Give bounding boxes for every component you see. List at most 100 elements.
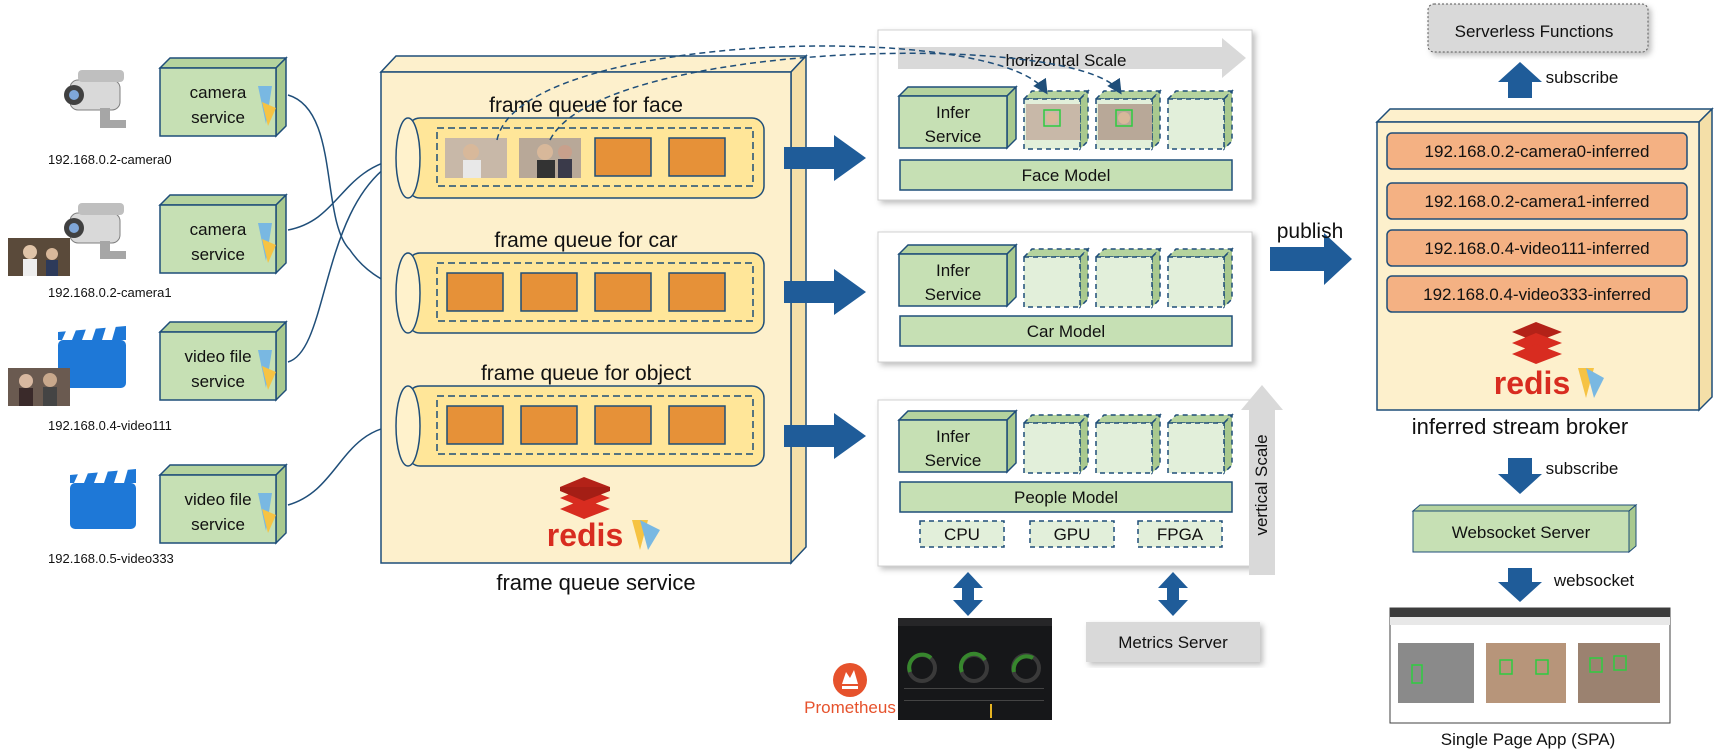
frame-queue-service-title: frame queue service [496, 570, 695, 595]
frame-thumbnail [519, 138, 581, 178]
spa-label: Single Page App (SPA) [1441, 730, 1616, 749]
model-label: Face Model [1022, 166, 1111, 185]
scaled-instance-box [1022, 247, 1090, 309]
frame-queue-label: frame queue for face [489, 94, 683, 117]
service-logo-icon [262, 366, 276, 390]
metrics-double-arrows [953, 572, 1188, 616]
redis-wordmark: redis [1494, 365, 1570, 401]
publish-arrow [1270, 233, 1352, 285]
websocket-server-label: Websocket Server [1452, 523, 1591, 542]
infer-service-label-line2: Service [925, 127, 982, 146]
inferred-stream-label: 192.168.0.2-camera0-inferred [1425, 142, 1650, 161]
frame-box [594, 272, 652, 312]
frame-queue-label: frame queue for car [494, 229, 677, 252]
model-box [899, 315, 1233, 347]
horizontal-scale-label: horizontal Scale [1006, 51, 1127, 70]
metrics-server-label: Metrics Server [1118, 633, 1228, 652]
scaled-instance-box [1166, 413, 1234, 475]
subscribe-label-bottom: subscribe [1546, 459, 1619, 478]
model-label: Car Model [1027, 322, 1105, 341]
clapper-icon [70, 469, 136, 529]
metrics-server-box [1086, 622, 1260, 662]
source-label: 192.168.0.2-camera0 [48, 152, 172, 167]
service-label-line1: camera [190, 220, 247, 239]
source-label: 192.168.0.5-video333 [48, 551, 174, 566]
grafana-dashboard [898, 618, 1052, 720]
broker-title: inferred stream broker [1412, 414, 1628, 439]
horizontal-scale-arrow [898, 38, 1246, 78]
frame-box [594, 405, 652, 445]
source-label: 192.168.0.4-video111 [48, 418, 172, 433]
source-label: 192.168.0.2-camera1 [48, 285, 172, 300]
service-label-line2: service [191, 515, 245, 534]
model-label: People Model [1014, 488, 1118, 507]
scaled-instance-box [1094, 247, 1162, 309]
hardware-box [1029, 520, 1115, 548]
infer-service-label-line2: Service [925, 285, 982, 304]
service-logo-icon [262, 239, 276, 263]
serverless-functions-label: Serverless Functions [1455, 22, 1614, 41]
frame-box [446, 272, 504, 312]
scaled-instance-box [1166, 247, 1234, 309]
service-label-line1: video file [184, 490, 251, 509]
hardware-box [1137, 520, 1223, 548]
inferred-frame-thumbnail [1026, 104, 1080, 140]
inferred-stream-label: 192.168.0.4-video111-inferred [1424, 239, 1649, 258]
queue-to-model-arrows [784, 135, 866, 459]
hardware-box [919, 520, 1005, 548]
infer-service-box [897, 85, 1018, 150]
frame-queue-label: frame queue for object [481, 362, 691, 385]
inferred-stream-label: 192.168.0.4-video333-inferred [1423, 285, 1651, 304]
infer-service-label-line1: Infer [936, 103, 970, 122]
inferred-stream-item [1386, 275, 1688, 313]
frame-box [520, 272, 578, 312]
video-thumbnail [8, 238, 70, 276]
scaled-instance-box [1166, 89, 1234, 151]
publish-label: publish [1277, 220, 1344, 243]
scale-out-arrows [496, 45, 1122, 141]
infer-service-label-line1: Infer [936, 261, 970, 280]
inferred-stream-item [1386, 229, 1688, 267]
model-box [899, 481, 1233, 513]
inferred-frame-thumbnail [1098, 104, 1152, 140]
service-label-line2: service [191, 245, 245, 264]
camera-icon [64, 70, 126, 128]
service-label-line2: service [191, 372, 245, 391]
service-box [158, 320, 288, 402]
service-logo-icon [262, 102, 276, 126]
scaled-instance-box [1022, 413, 1090, 475]
subscribe-label-top: subscribe [1546, 68, 1619, 87]
inferred-stream-item [1386, 132, 1688, 170]
subscribe-arrow-down [1498, 458, 1542, 494]
frame-box [668, 137, 726, 177]
service-box [158, 56, 288, 138]
video-thumbnail [8, 368, 70, 406]
frame-box [668, 405, 726, 445]
infer-service-label-line1: Infer [936, 427, 970, 446]
infer-service-box [897, 409, 1018, 474]
service-label-line2: service [191, 108, 245, 127]
hardware-label: FPGA [1157, 525, 1204, 544]
service-box [158, 193, 288, 275]
redis-logo [1512, 322, 1604, 398]
serverless-functions-box [1427, 3, 1649, 53]
infer-service-label-line2: Service [925, 451, 982, 470]
frame-thumbnail [445, 138, 507, 178]
service-label-line1: video file [184, 347, 251, 366]
service-logo-icon [262, 509, 276, 533]
service-box [158, 463, 288, 545]
subscribe-arrow-up [1498, 62, 1542, 98]
frame-box [446, 405, 504, 445]
websocket-server-box [1411, 503, 1638, 554]
hardware-label: CPU [944, 525, 980, 544]
clapper-icon [58, 326, 126, 388]
hardware-label: GPU [1054, 525, 1091, 544]
prometheus-label: Prometheus [804, 698, 896, 717]
vertical-scale-arrow [1241, 385, 1283, 575]
inferred-stream-label: 192.168.0.2-camera1-inferred [1425, 192, 1650, 211]
websocket-label: websocket [1553, 571, 1635, 590]
redis-wordmark: redis [547, 517, 623, 553]
frame-box [668, 272, 726, 312]
infer-service-box [897, 243, 1018, 308]
